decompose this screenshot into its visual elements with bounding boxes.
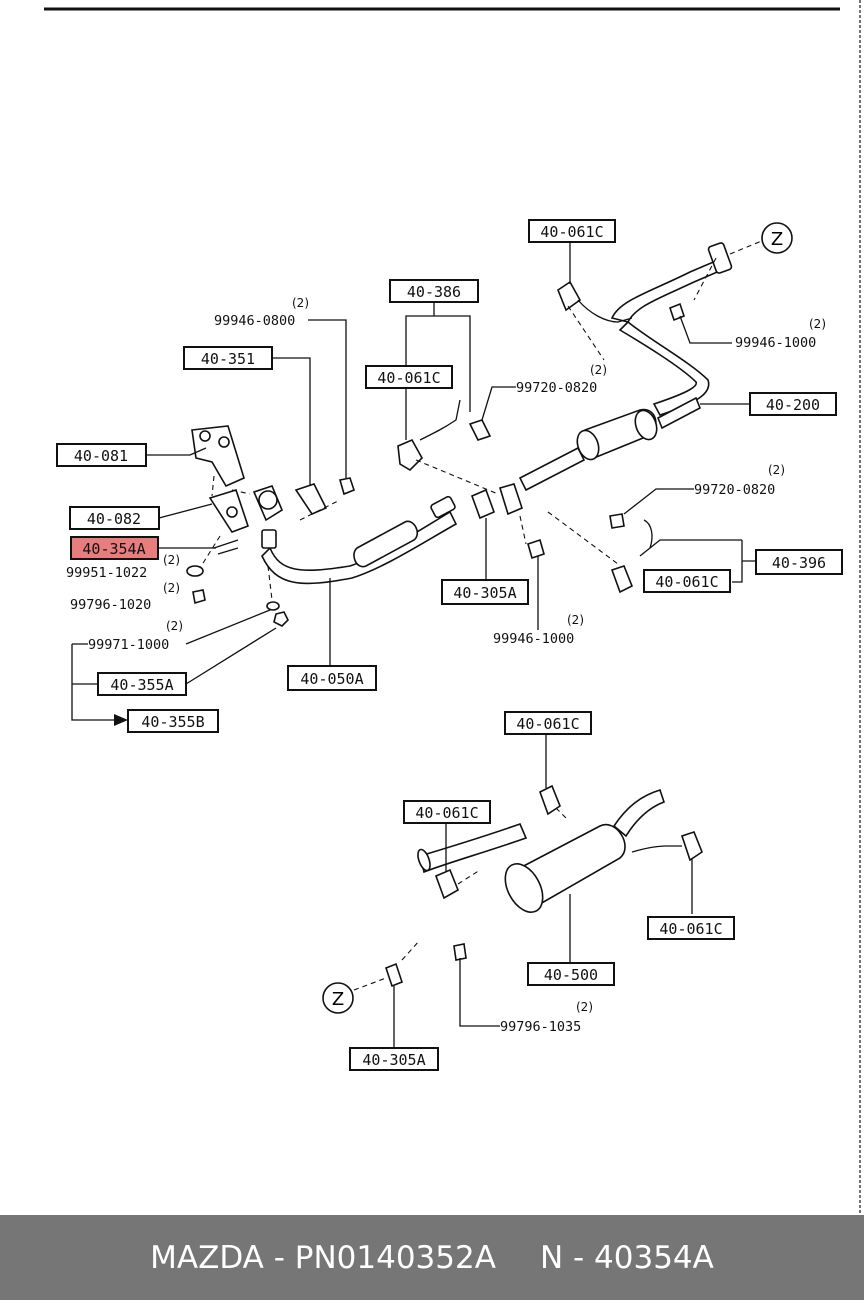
qty-99720-0820-a: (2) (590, 363, 607, 377)
label-40-500[interactable]: 40-500 (527, 962, 615, 986)
label-40-355a-text: 40-355A (110, 676, 173, 694)
qty-99951-1022: (2) (163, 553, 180, 567)
part-number-99720-0820-a[interactable]: 99720-0820 (516, 380, 597, 396)
label-40-082[interactable]: 40-082 (69, 506, 160, 530)
label-40-354a-highlighted[interactable]: 40-354A (70, 536, 159, 560)
label-40-355b[interactable]: 40-355B (127, 709, 219, 733)
exhaust-parts-diagram: Z Z (44, 0, 861, 1215)
label-40-354a-text: 40-354A (82, 540, 145, 558)
label-40-200[interactable]: 40-200 (749, 392, 837, 416)
label-40-061c-e[interactable]: 40-061C (647, 916, 735, 940)
qty-99796-1020: (2) (163, 581, 180, 595)
label-40-050a[interactable]: 40-050A (287, 665, 377, 691)
rear-muffler (504, 823, 626, 913)
part-number-99796-1020[interactable]: 99796-1020 (70, 597, 151, 613)
part-number-99971-1000[interactable]: 99971-1000 (88, 637, 169, 653)
label-40-386[interactable]: 40-386 (389, 279, 479, 303)
label-40-061c-b-text: 40-061C (655, 573, 718, 591)
label-40-061c-e-text: 40-061C (659, 920, 722, 938)
footer-reference: N - 40354A (539, 1239, 714, 1276)
qty-99720-0820-b: (2) (768, 463, 785, 477)
ref-marker-z-top: Z (761, 222, 793, 254)
label-40-081[interactable]: 40-081 (56, 443, 147, 467)
leader-lines (71, 243, 756, 1048)
part-number-99951-1022[interactable]: 99951-1022 (66, 565, 147, 581)
label-40-061c-c-text: 40-061C (516, 715, 579, 733)
part-number-99946-1000-top[interactable]: 99946-1000 (735, 335, 816, 351)
label-40-061c-top-text: 40-061C (540, 223, 603, 241)
label-40-305a[interactable]: 40-305A (441, 579, 529, 605)
ref-marker-z-top-label: Z (771, 229, 783, 250)
qty-99971-1000: (2) (166, 619, 183, 633)
label-40-061c-a-text: 40-061C (377, 369, 440, 387)
label-40-050a-text: 40-050A (300, 670, 363, 688)
lower-assembly (353, 784, 703, 991)
part-number-99796-1035[interactable]: 99796-1035 (500, 1019, 581, 1035)
center-muffler (576, 408, 658, 461)
label-40-061c-c[interactable]: 40-061C (504, 711, 592, 735)
part-number-99946-0800[interactable]: 99946-0800 (214, 313, 295, 329)
label-40-386-text: 40-386 (407, 283, 461, 301)
ref-marker-z-bottom-label: Z (332, 989, 344, 1010)
part-number-99720-0820-b[interactable]: 99720-0820 (694, 482, 775, 498)
qty-99946-0800: (2) (292, 296, 309, 310)
qty-99946-1000-top: (2) (809, 317, 826, 331)
label-40-355b-text: 40-355B (141, 713, 204, 731)
label-40-061c-top[interactable]: 40-061C (528, 219, 616, 243)
label-40-081-text: 40-081 (74, 447, 128, 465)
qty-99796-1035: (2) (576, 1000, 593, 1014)
part-number-99946-1000-mid[interactable]: 99946-1000 (493, 631, 574, 647)
label-40-061c-d[interactable]: 40-061C (403, 800, 491, 824)
label-40-305a-lower[interactable]: 40-305A (349, 1047, 439, 1071)
label-40-500-text: 40-500 (544, 966, 598, 984)
label-40-305a-lower-text: 40-305A (362, 1051, 425, 1069)
label-40-082-text: 40-082 (87, 510, 141, 528)
footer-part-number: MAZDA - PN0140352A (150, 1239, 496, 1276)
label-40-061c-a[interactable]: 40-061C (365, 365, 453, 389)
upper-assembly (186, 239, 765, 627)
label-40-305a-text: 40-305A (453, 584, 516, 602)
qty-99946-1000-mid: (2) (567, 613, 584, 627)
label-40-061c-b[interactable]: 40-061C (643, 569, 731, 593)
ref-marker-z-bottom: Z (322, 982, 354, 1014)
label-40-396-text: 40-396 (772, 554, 826, 572)
label-40-396[interactable]: 40-396 (755, 549, 843, 575)
label-40-351[interactable]: 40-351 (183, 346, 273, 370)
label-40-061c-d-text: 40-061C (415, 804, 478, 822)
label-40-355a[interactable]: 40-355A (97, 672, 187, 696)
label-40-351-text: 40-351 (201, 350, 255, 368)
label-40-200-text: 40-200 (766, 396, 820, 414)
footer-bar: MAZDA - PN0140352A N - 40354A (0, 1215, 864, 1300)
